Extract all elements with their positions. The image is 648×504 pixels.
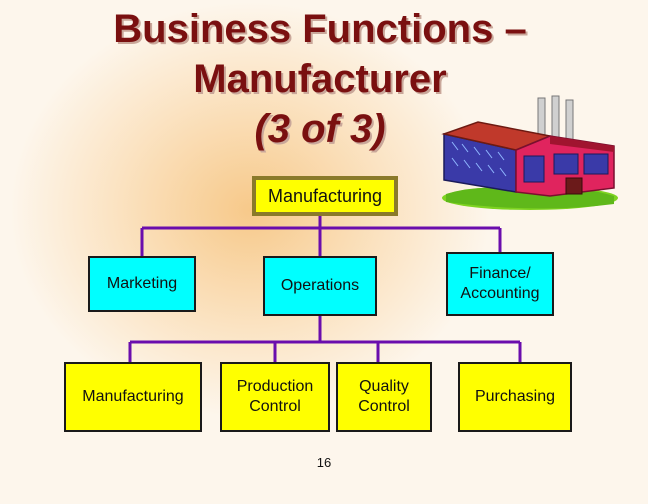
slide-title: Business Functions – Manufacturer (3 of … <box>60 4 580 154</box>
title-line-3: (3 of 3) <box>254 107 386 151</box>
node-manufacturing: Manufacturing <box>64 362 202 432</box>
factory-icon <box>441 95 618 210</box>
node-marketing: Marketing <box>88 256 196 312</box>
node-manufacturing-root: Manufacturing <box>252 176 398 216</box>
page-number: 16 <box>316 455 332 470</box>
node-finance-accounting: Finance/ Accounting <box>446 252 554 316</box>
node-purchasing: Purchasing <box>458 362 572 432</box>
title-line-2: Manufacturer <box>193 57 447 101</box>
node-quality-control: Quality Control <box>336 362 432 432</box>
title-line-1: Business Functions – <box>113 7 527 51</box>
node-operations: Operations <box>263 256 377 316</box>
node-production-control: Production Control <box>220 362 330 432</box>
